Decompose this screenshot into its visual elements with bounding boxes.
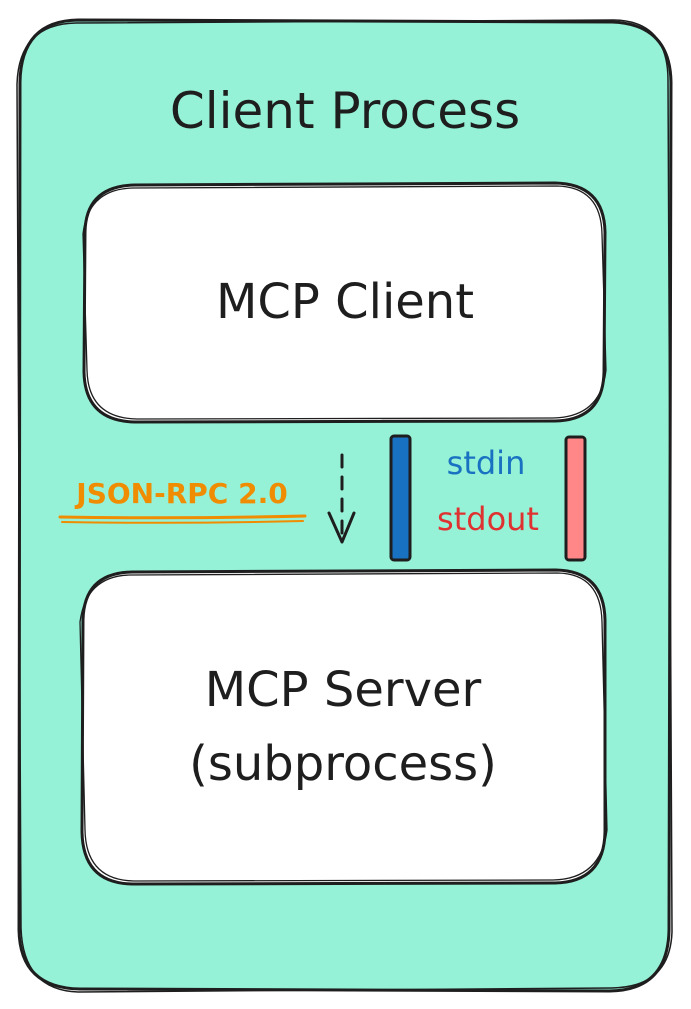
client-process-title: Client Process — [170, 82, 520, 140]
mcp-client-box-sketch — [82, 185, 607, 420]
stdout-label: stdout — [437, 500, 539, 538]
stdout-bar — [564, 435, 587, 562]
dashed-down-arrow — [327, 453, 356, 544]
mcp-client-label: MCP Client — [216, 274, 474, 330]
mcp-client-node: MCP Client — [82, 181, 607, 424]
protocol-annotation: JSON-RPC 2.0 — [58, 477, 307, 524]
stdin-label: stdin — [447, 444, 526, 482]
mcp-server-node: MCP Server (subprocess) — [79, 568, 608, 886]
json-rpc-underline — [58, 514, 307, 520]
mcp-server-label: MCP Server — [205, 662, 482, 718]
mcp-server-box — [80, 568, 607, 886]
json-rpc-label: JSON-RPC 2.0 — [74, 477, 287, 510]
arrow-head — [327, 511, 356, 544]
mcp-server-box-sketch — [79, 572, 608, 882]
json-rpc-underline-2 — [61, 520, 304, 524]
mcp-server-sublabel: (subprocess) — [189, 736, 497, 792]
stdin-bar — [389, 434, 412, 562]
client-process-box-sketch — [16, 19, 673, 993]
